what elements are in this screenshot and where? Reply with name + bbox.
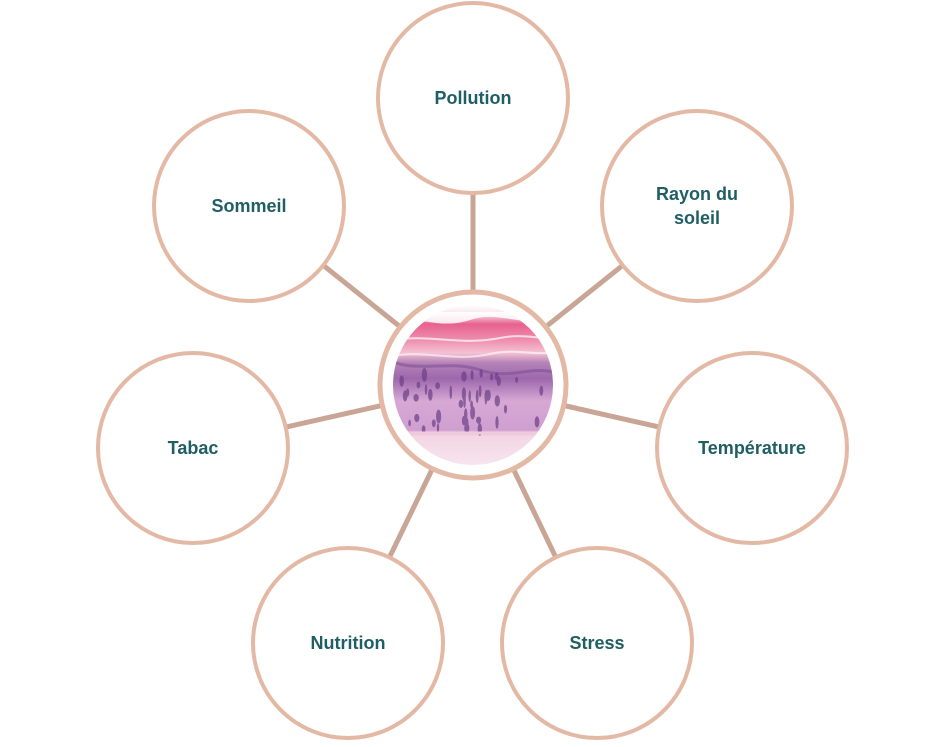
cell-nucleus xyxy=(503,404,508,414)
node-label: Température xyxy=(698,438,806,458)
skin-tissue-image xyxy=(393,305,553,465)
node-circle xyxy=(500,546,694,740)
node-label-line: Nutrition xyxy=(311,633,386,653)
connector-nutrition xyxy=(386,464,436,562)
cell-nucleus xyxy=(436,423,440,432)
cell-nucleus xyxy=(458,399,464,408)
cell-nucleus xyxy=(461,371,467,382)
cell-nucleus xyxy=(414,413,420,423)
cell-nucleus xyxy=(496,376,501,387)
cell-nucleus xyxy=(461,387,466,401)
cell-nucleus xyxy=(424,384,428,395)
node-nutrition: Nutrition xyxy=(251,546,445,740)
cell-nucleus xyxy=(408,419,411,427)
central-hub xyxy=(377,289,569,481)
cell-nucleus xyxy=(399,375,405,387)
cell-nucleus xyxy=(468,390,471,403)
node-circle xyxy=(251,546,445,740)
cell-nucleus xyxy=(428,388,433,401)
cell-nucleus xyxy=(476,416,482,424)
connector-stress xyxy=(509,464,560,562)
connector-temperature xyxy=(559,402,664,430)
cell-nucleus xyxy=(449,385,453,399)
node-circle xyxy=(152,109,346,303)
cell-nucleus xyxy=(406,388,410,397)
node-label-line: Sommeil xyxy=(211,196,286,216)
cell-nucleus xyxy=(435,382,440,390)
connector-lines xyxy=(281,188,664,562)
cell-nucleus xyxy=(464,423,470,433)
node-label: Nutrition xyxy=(311,633,386,653)
node-label-line: Pollution xyxy=(435,88,512,108)
node-label-line: Stress xyxy=(569,633,624,653)
cell-nucleus xyxy=(421,425,426,434)
cell-nucleus xyxy=(478,385,482,398)
node-label: Rayon du soleil xyxy=(656,184,738,228)
cell-nucleus xyxy=(416,381,421,389)
node-label: Pollution xyxy=(435,88,512,108)
cell-nucleus xyxy=(470,406,476,420)
cell-nucleus xyxy=(489,373,494,381)
cell-nucleus xyxy=(486,389,491,401)
node-circle xyxy=(96,351,290,545)
cell-nucleus xyxy=(413,394,419,402)
node-label-line: Température xyxy=(698,438,806,458)
cell-nucleus xyxy=(515,376,519,383)
node-circle xyxy=(600,109,794,303)
cell-nucleus xyxy=(534,416,540,428)
node-pollution: Pollution xyxy=(376,1,570,195)
cell-nucleus xyxy=(475,389,479,404)
node-circle xyxy=(376,1,570,195)
node-label: Stress xyxy=(569,633,624,653)
cell-nucleus xyxy=(479,369,483,378)
cell-nucleus xyxy=(431,419,436,428)
cell-nucleus xyxy=(495,416,499,429)
node-label-line: soleil xyxy=(674,208,720,228)
cell-nucleus xyxy=(484,390,488,405)
node-sommeil: Sommeil xyxy=(152,109,346,303)
node-label-line: Rayon du xyxy=(656,184,738,204)
node-temperature: Température xyxy=(655,351,849,545)
node-rayon-du-soleil: Rayon du soleil xyxy=(600,109,794,303)
cell-nucleus xyxy=(436,409,442,424)
cell-nucleus xyxy=(539,385,544,396)
node-circle xyxy=(655,351,849,545)
cell-nucleus xyxy=(422,371,425,378)
connector-tabac xyxy=(281,402,387,431)
cell-nucleus xyxy=(464,408,468,422)
connector-rayon-du-soleil xyxy=(541,261,627,331)
node-label-line: Tabac xyxy=(168,438,219,458)
node-label: Tabac xyxy=(168,438,219,458)
cell-nucleus xyxy=(494,395,500,407)
connector-sommeil xyxy=(319,261,405,331)
node-stress: Stress xyxy=(500,546,694,740)
node-tabac: Tabac xyxy=(96,351,290,545)
node-label: Sommeil xyxy=(211,196,286,216)
cell-nucleus xyxy=(470,370,474,380)
